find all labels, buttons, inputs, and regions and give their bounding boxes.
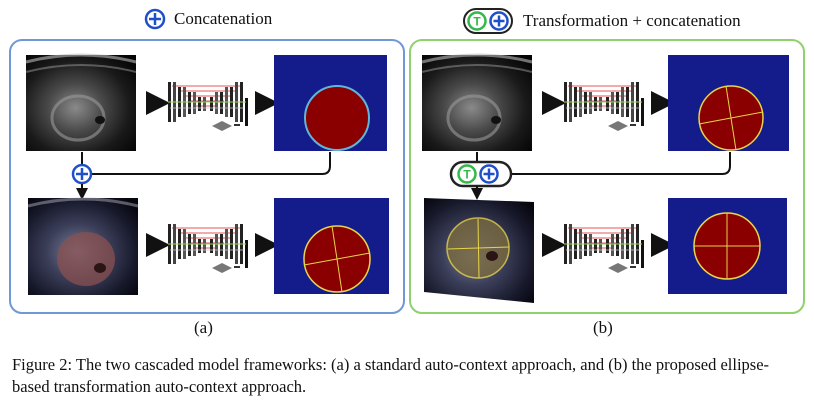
- transform-icon: T: [463, 168, 471, 182]
- context-connector: [92, 152, 331, 175]
- concat-icon: [144, 8, 166, 30]
- panel-b-frame: [409, 39, 805, 314]
- segmentation-output-b-top: [668, 55, 789, 151]
- panel-b-header: T Transformation + concatenation: [463, 8, 741, 34]
- transform-concat-icon: T: [449, 160, 513, 188]
- unet-icon: [165, 223, 249, 274]
- unet-icon: [561, 223, 645, 274]
- figure-caption: Figure 2: The two cascaded model framewo…: [12, 355, 770, 396]
- panel-b-title: Transformation + concatenation: [523, 11, 741, 30]
- panel-a-title: Concatenation: [174, 9, 273, 28]
- concat-icon: [71, 163, 93, 185]
- panel-a-sublabel: (a): [194, 318, 213, 337]
- transform-concat-icon: T: [463, 8, 513, 34]
- panel-b-sublabel: (b): [593, 318, 613, 337]
- ultrasound-input-b-bottom: [424, 198, 534, 303]
- unet-icon: [561, 81, 645, 132]
- segmentation-output-a-top: [274, 55, 387, 151]
- svg-text:T: T: [473, 15, 481, 29]
- panel-a-header: Concatenation: [144, 8, 272, 30]
- segmentation-output-a-bottom: [274, 198, 389, 294]
- ultrasound-input-b-top: [421, 53, 533, 151]
- panel-a-frame: [9, 39, 405, 314]
- unet-icon: [165, 81, 249, 132]
- segmentation-output-b-bottom: [668, 198, 787, 294]
- ultrasound-input-a-bottom: [27, 197, 139, 295]
- ultrasound-input-a-top: [25, 53, 137, 151]
- context-connector: [512, 152, 731, 175]
